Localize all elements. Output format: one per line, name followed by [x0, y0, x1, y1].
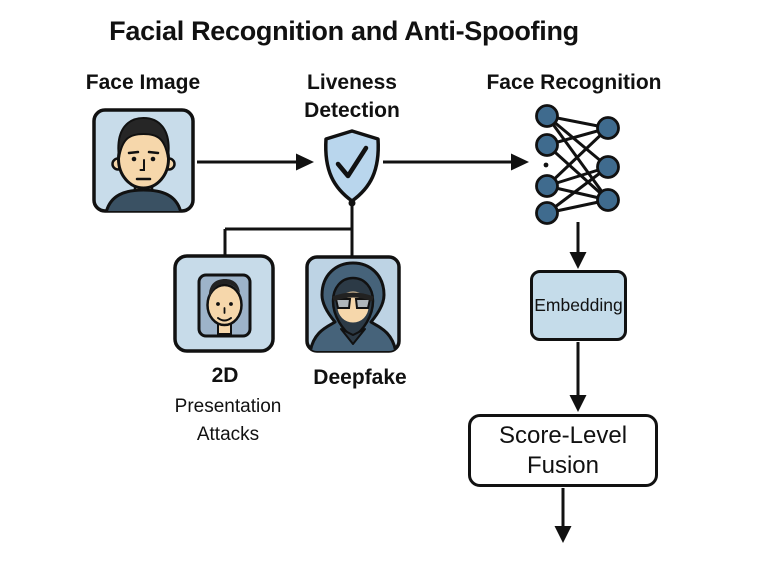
- connector-liveness-to-attacks: [223, 199, 356, 256]
- liveness-detection-label: Liveness Detection: [304, 71, 400, 122]
- arrow-embedding-to-fusion: [569, 342, 587, 412]
- presentation-attacks-label: Presentation Attacks: [174, 396, 282, 445]
- arrow-fusion-output: [554, 488, 572, 543]
- deepfake-label: Deepfake: [313, 366, 407, 389]
- face-portrait-icon: [92, 108, 195, 213]
- arrow-liveness-to-recognition: [383, 153, 529, 171]
- score-level-fusion-label: Score-Level Fusion: [498, 421, 628, 479]
- arrow-recognition-to-embedding: [569, 222, 587, 269]
- shield-check-icon: [324, 129, 380, 203]
- attack-2d-label: 2D: [211, 364, 239, 387]
- face-recognition-label: Face Recognition: [486, 71, 662, 94]
- embedding-box-label: Embedding: [534, 295, 623, 315]
- deepfake-hooded-figure-icon: [305, 255, 401, 353]
- arrow-face-to-liveness: [197, 153, 314, 171]
- face-image-label: Face Image: [85, 71, 201, 94]
- diagram-title: Facial Recognition and Anti-Spoofing: [109, 16, 579, 46]
- score-level-fusion-box: Score-Level Fusion: [468, 414, 658, 487]
- 2d-photo-attack-icon: [173, 254, 275, 353]
- embedding-box: Embedding: [530, 270, 627, 341]
- neural-network-icon: [535, 104, 620, 225]
